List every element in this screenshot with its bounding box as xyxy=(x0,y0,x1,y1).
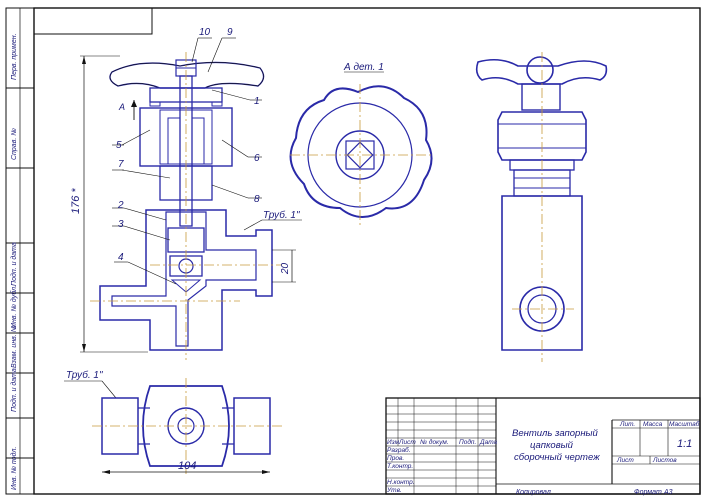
callout-5: 5 xyxy=(116,140,122,151)
col-list: Лист xyxy=(398,439,416,446)
side-label-1: Перв. примен. xyxy=(11,33,18,80)
scale-value: 1:1 xyxy=(677,438,692,450)
side-label-4: Инв. № дубл. xyxy=(10,285,18,328)
callout-7: 7 xyxy=(118,159,124,170)
dim-104: 104 xyxy=(178,460,196,472)
side-label-6: Подп. и дата xyxy=(10,368,18,412)
row-utv: Утв. xyxy=(386,487,402,494)
side-label-2: Справ. № xyxy=(11,128,18,160)
row-nkontr: Н.контр. xyxy=(387,479,415,486)
side-frame-cells xyxy=(6,8,34,494)
row-tkontr: Т.контр. xyxy=(387,463,413,470)
callout-10: 10 xyxy=(199,27,211,38)
sheet-frame: Перв. примен. Справ. № Подп. и дата Инв.… xyxy=(5,7,701,495)
view-label: А дет. 1 xyxy=(343,62,384,73)
col-sign: Подп. xyxy=(459,438,476,446)
handwheel-top-view: А дет. 1 xyxy=(289,62,433,226)
col-date: Дата xyxy=(479,439,498,446)
row-prov: Пров. xyxy=(387,455,404,462)
scale-label: Масштаб xyxy=(669,420,700,428)
dim-176: 176 * xyxy=(70,188,82,214)
col-izm: Изм xyxy=(387,439,400,446)
side-label-5: Взам. инв. № xyxy=(11,324,18,368)
dimension-height: 176 * xyxy=(70,55,148,353)
callout-6: 6 xyxy=(254,153,260,164)
callout-2: 2 xyxy=(117,200,124,211)
callout-8: 8 xyxy=(254,194,260,205)
title-line1: Вентиль запорный xyxy=(512,428,599,439)
side-view xyxy=(475,52,608,362)
dimension-port: 20 xyxy=(272,249,296,283)
thread-top-text: Труб. 1" xyxy=(263,209,300,221)
title-line3: сборочный чертеж xyxy=(514,452,600,463)
title-block: Изм Лист № докум. Подп. Дата Разраб. Про… xyxy=(385,397,701,496)
side-label-7: Инв. № подл. xyxy=(10,447,18,490)
dim-20: 20 xyxy=(280,262,291,275)
section-arrow: А xyxy=(118,100,137,120)
title-line2: цапковый xyxy=(530,440,574,451)
mass-label: Масса xyxy=(643,421,663,428)
handwheel-section xyxy=(109,59,265,89)
thread-label-bottom: Труб. 1" xyxy=(64,369,117,399)
callouts: 10 9 1 5 6 7 8 2 3 4 xyxy=(112,27,262,285)
copied-label: Копировал xyxy=(516,489,551,496)
callout-1: 1 xyxy=(254,96,260,107)
main-section-view: 176 * 20 Труб. 1" А 10 9 xyxy=(70,27,302,360)
format-value: А3 xyxy=(663,489,673,496)
thread-bottom-text: Труб. 1" xyxy=(66,369,103,381)
callout-9: 9 xyxy=(227,27,233,38)
thread-label-top: Труб. 1" xyxy=(243,209,302,231)
format-label: Формат xyxy=(634,489,662,496)
sheets-label: Листов xyxy=(652,457,677,464)
section-mark: А xyxy=(118,102,125,112)
dimension-length: 104 xyxy=(102,460,270,474)
col-docnum: № докум. xyxy=(420,438,449,446)
lit-label: Лит. xyxy=(619,421,635,428)
side-label-3: Подп. и дата xyxy=(10,242,18,286)
plan-view: Труб. 1" 104 xyxy=(64,369,282,474)
row-razrab: Разраб. xyxy=(387,446,411,454)
sheet-label: Лист xyxy=(616,457,634,464)
callout-3: 3 xyxy=(118,219,124,230)
callout-4: 4 xyxy=(118,252,124,263)
title-block-grid xyxy=(386,398,496,494)
